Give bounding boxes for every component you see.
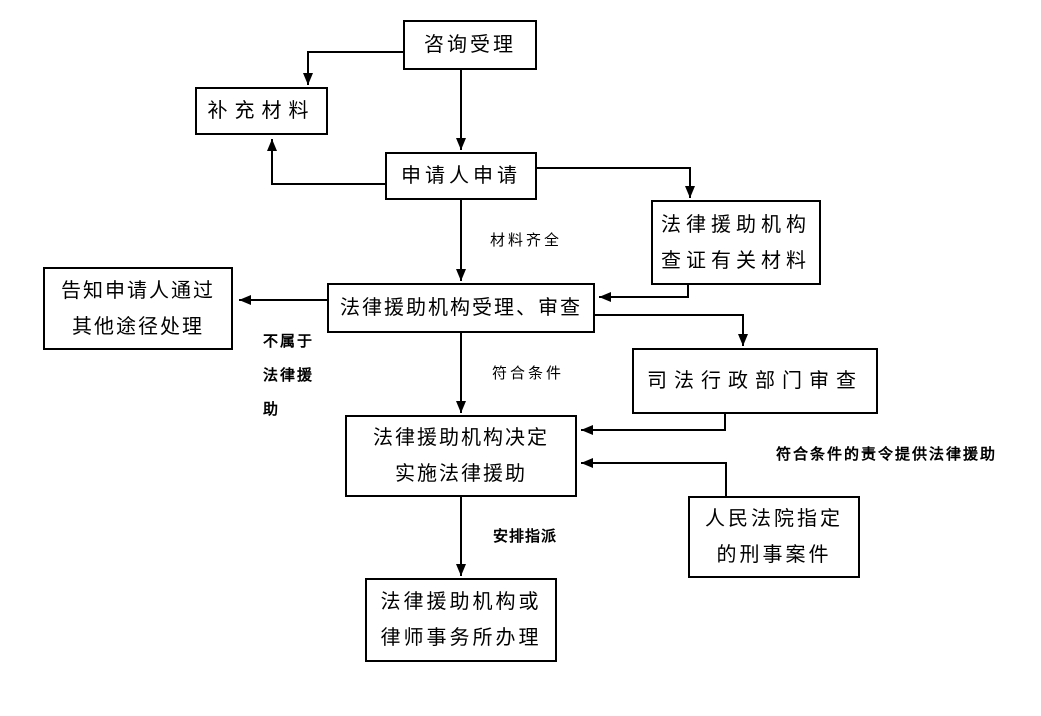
node-applicant-application: 申请人申请 (385, 152, 537, 200)
node-label: 查证有关材料 (661, 249, 811, 272)
node-judicial-department-review: 司法行政部门审查 (632, 348, 878, 414)
edge-review-to-judicial (595, 314, 748, 346)
edge-judicial-to-decide (581, 414, 726, 435)
edge-apply-to-supplement (267, 139, 385, 185)
node-label: 的刑事案件 (716, 544, 832, 566)
node-label: 咨询受理 (424, 34, 516, 56)
edge-label-line: 法律援 (263, 367, 315, 384)
node-label: 告知申请人通过 (61, 279, 215, 302)
node-court-designated-criminal-cases: 人民法院指定 的刑事案件 (688, 496, 860, 578)
node-agency-accept-review: 法律援助机构受理、审查 (327, 283, 595, 333)
edge-consult-to-supplement (303, 51, 403, 85)
node-label: 法律援助机构 (661, 213, 811, 236)
edge-verify-to-review (599, 285, 689, 302)
node-consult-acceptance: 咨询受理 (403, 20, 537, 70)
edge-label-arrange-assignment: 安排指派 (493, 528, 558, 545)
edge-label-meets-conditions: 符合条件 (492, 365, 565, 382)
edge-court-to-decide (581, 458, 727, 496)
node-label: 其他途径处理 (72, 315, 204, 338)
node-label: 司法行政部门审查 (647, 370, 863, 392)
edge-label-line: 不属于 (263, 333, 315, 350)
node-agency-decide-implement: 法律援助机构决定 实施法律援助 (345, 415, 577, 497)
edge-label-ordered-to-provide-legal-aid: 符合条件的责令提供法律援助 (776, 446, 998, 463)
node-label: 实施法律援助 (395, 463, 527, 485)
edge-label-not-legal-aid: 不属于 法律援 助 (263, 325, 314, 427)
node-label: 申请人申请 (401, 165, 521, 187)
node-label: 补充材料 (207, 100, 316, 122)
node-label: 法律援助机构受理、审查 (340, 297, 582, 319)
edge-label-line: 助 (263, 401, 281, 418)
node-label: 人民法院指定 (705, 508, 843, 530)
node-label: 律师事务所办理 (380, 627, 542, 649)
node-supplement-materials: 补充材料 (195, 87, 328, 135)
edge-label-materials-complete: 材料齐全 (490, 232, 563, 249)
edge-apply-to-verify (537, 167, 695, 198)
node-inform-other-channels: 告知申请人通过 其他途径处理 (43, 267, 233, 350)
node-label: 法律援助机构或 (380, 591, 542, 613)
node-agency-verify-materials: 法律援助机构 查证有关材料 (651, 200, 821, 285)
node-label: 法律援助机构决定 (373, 427, 549, 449)
node-agency-or-law-firm-handle: 法律援助机构或 律师事务所办理 (365, 578, 557, 662)
